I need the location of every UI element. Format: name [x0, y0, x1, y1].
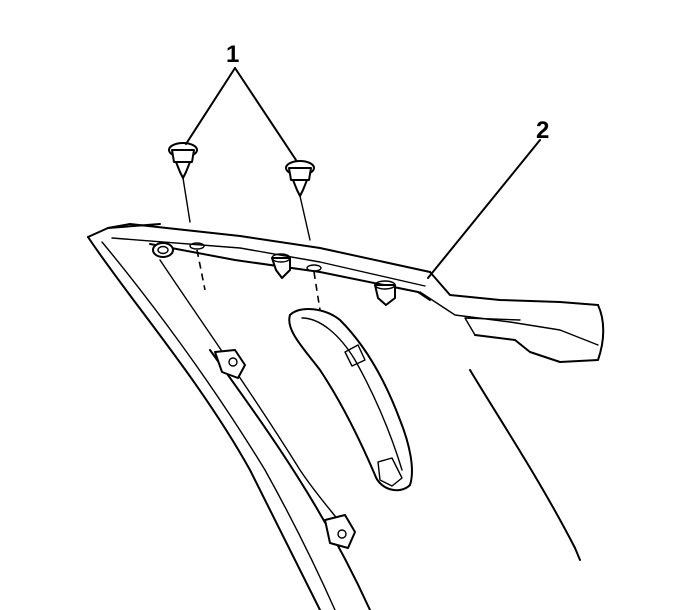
lower-bracket: [159, 259, 356, 549]
callout-leaders: [185, 67, 541, 279]
callout-1-label: 1: [226, 41, 239, 68]
fastener-right: [285, 160, 315, 241]
fastener-left: [168, 142, 198, 223]
grab-handle: [288, 308, 413, 492]
clip-center: [271, 253, 291, 279]
callout-2-label: 2: [536, 117, 549, 144]
clip-left: [152, 242, 174, 258]
mounting-holes: [189, 242, 322, 272]
clip-right: [374, 280, 396, 306]
rail-clips: [152, 242, 396, 306]
install-path-lines: [196, 249, 321, 311]
body-panel: [87, 223, 581, 610]
